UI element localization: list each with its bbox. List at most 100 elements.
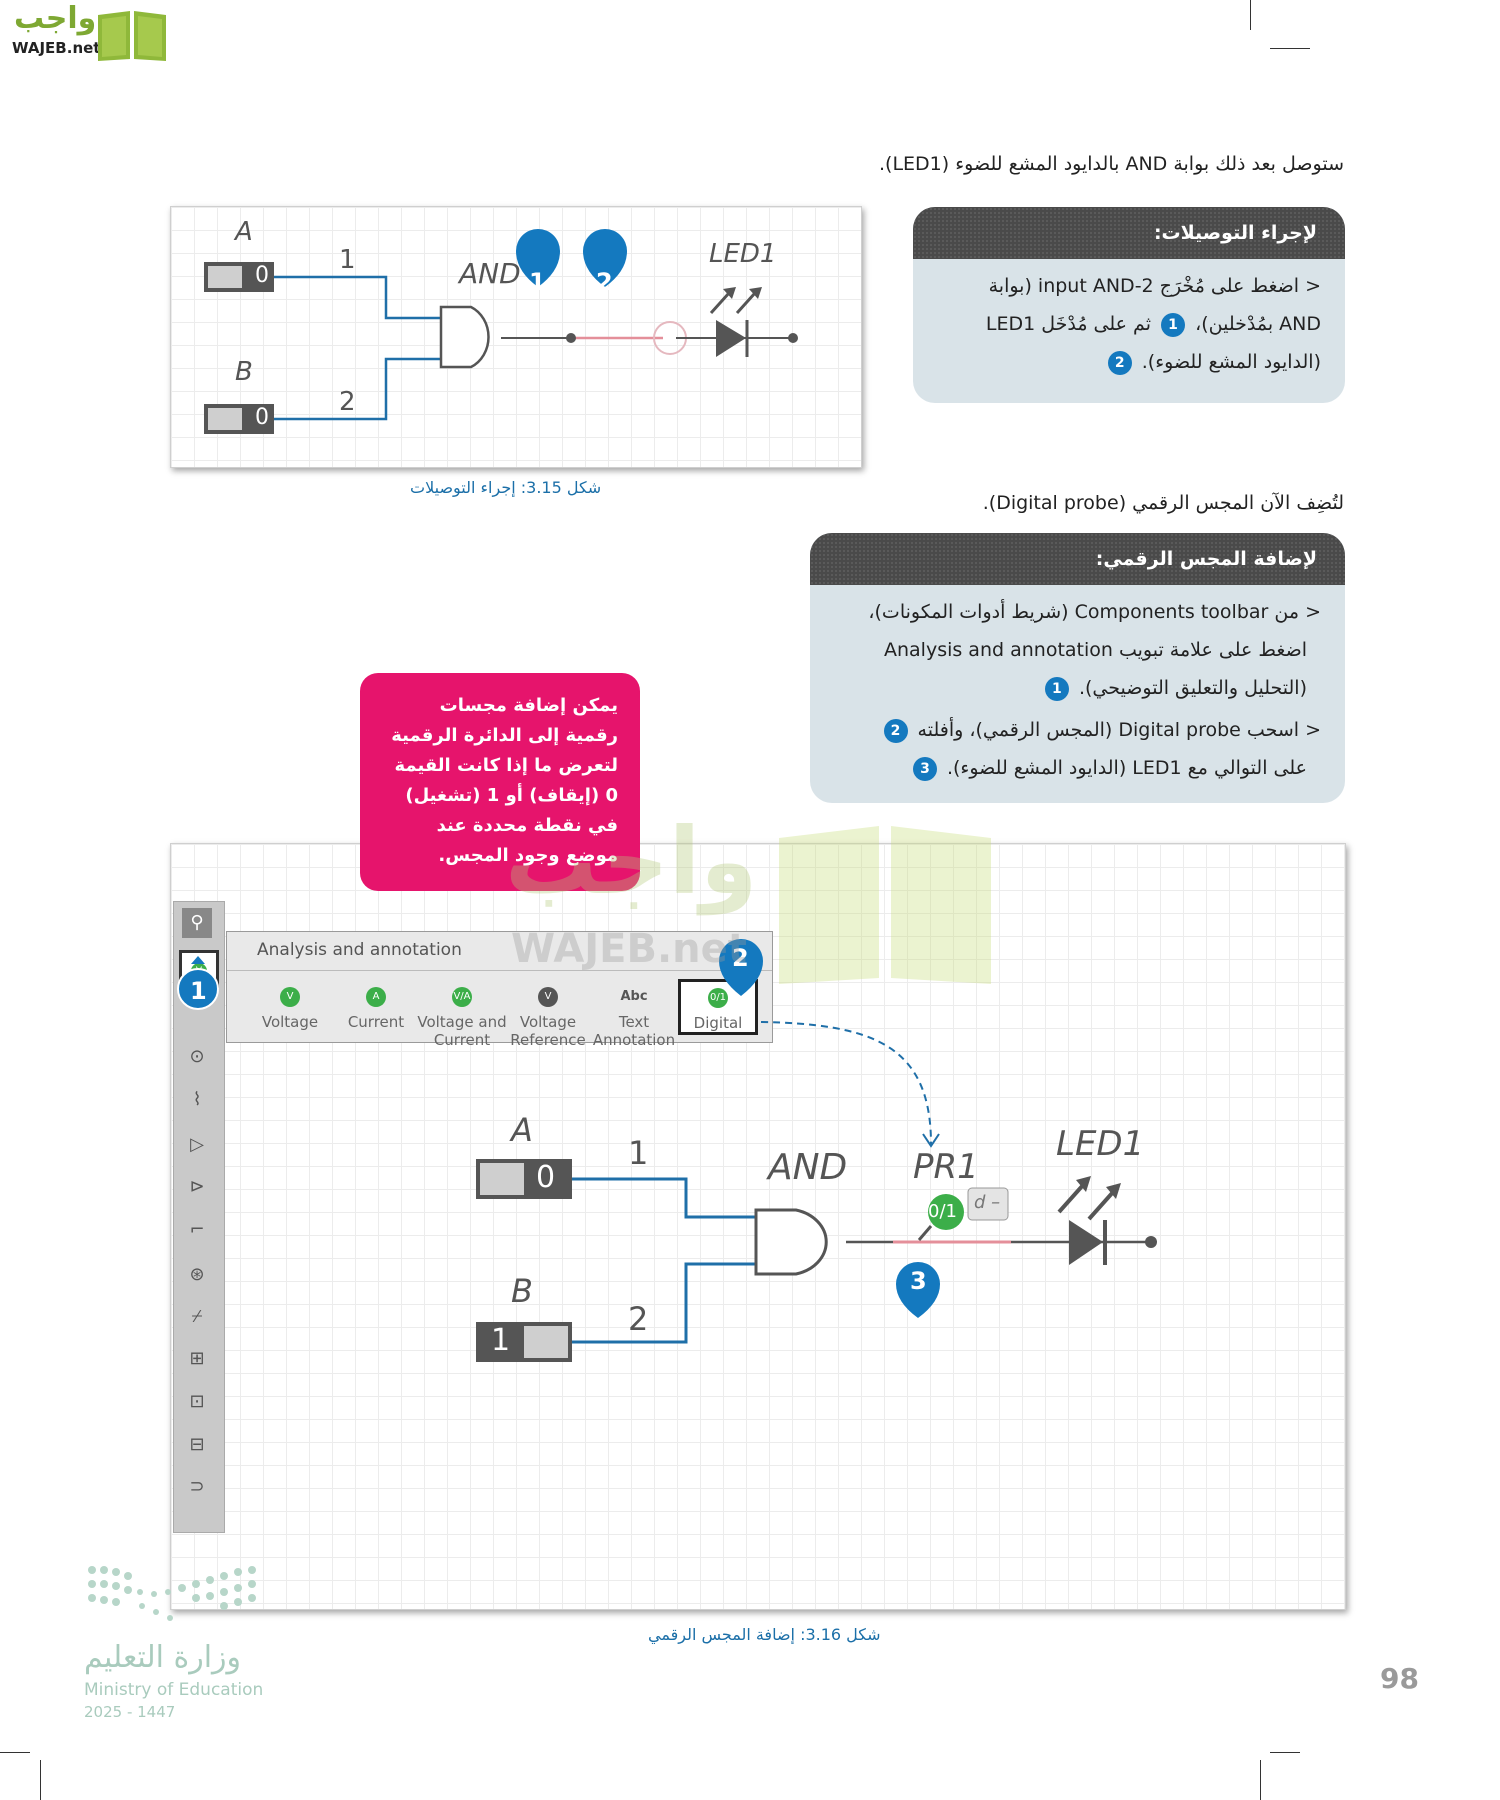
crop-mark [40,1760,41,1800]
voltage-reference-item[interactable]: V Voltage Reference [503,987,593,1049]
search-icon[interactable]: ⚲ [182,908,212,938]
relay-icon[interactable]: ⊞ [189,1348,205,1369]
book-icon [779,826,991,984]
instruction-text: (التحليل والتعليق التوضيحي). [1078,677,1307,699]
opamp-icon[interactable]: ▷ [190,1134,204,1155]
wire-a [572,1177,756,1219]
ac-source-icon[interactable]: ⊙ [189,1046,205,1067]
instruction-text: ثم على مُدْخَل LED1 [985,313,1151,335]
instruction-line: اضغط على علامة تبويب Analysis and annota… [883,639,1307,661]
switch-b[interactable] [204,404,274,434]
probe-indicator [928,1194,964,1230]
and-gate-icon[interactable]: ⊃ [189,1476,205,1497]
marker-2-label: 2 [732,944,749,972]
box-title: لإضافة المجس الرقمي: [810,533,1345,585]
switch-a[interactable] [204,262,274,292]
figure-connections: A B 0 0 1 2 AND LED1 1 2 [170,206,862,468]
voltage-current-icon: V/A [452,987,472,1007]
wajeb-logo: واجب WAJEB.net [8,1,168,65]
current-probe-item[interactable]: A Current [331,987,421,1031]
wire-label-2: 2 [628,1300,649,1338]
instruction-text: AND بمُدْخلين)، [1195,313,1321,335]
connector-icon[interactable]: ⊟ [189,1434,205,1455]
watermark-arabic: واجب [505,808,758,915]
item-label: Voltage [519,1013,577,1031]
led-label: LED1 [709,239,777,269]
voltage-probe-item[interactable]: V Voltage [245,987,335,1031]
step-marker-2: 2 [1107,350,1132,375]
wire-b [274,357,441,421]
instruction-line: < اضغط على مُخْرَج 2-input AND (بوابة [988,275,1321,297]
diode-icon[interactable]: ⊳ [189,1176,205,1197]
instruction-line: < من Components toolbar (شريط أدوات المك… [868,601,1321,623]
ministry-name-arabic: وزارة التعليم [84,1640,242,1675]
label-b: B [235,357,253,387]
voltage-current-probe-item[interactable]: V/A Voltage and Current [417,987,507,1049]
step-marker-2: 2 [883,718,908,743]
circuit-diagram [204,228,798,434]
crop-mark [0,1752,30,1753]
probe-tag-text: d – [974,1192,1001,1213]
note-callout: يمكن إضافة مجسات رقمية إلى الدائرة الرقم… [360,673,640,891]
step-marker-1: 1 [1044,676,1069,701]
crop-mark [1250,0,1251,30]
figure-caption-2: شكل 3.16: إضافة المجس الرقمي [648,1625,881,1644]
digital-probe-icon: 0/1 [708,988,728,1008]
text-annotation-item[interactable]: Abc Text Annotation [589,987,679,1049]
item-label: Reference [510,1031,586,1049]
panel-divider [227,970,772,971]
ministry-name-english: Ministry of Education [84,1680,264,1700]
marker-3-label: 3 [910,1267,927,1295]
watermark: واجب WAJEB.net [505,808,1005,988]
probe-label: PR1 [913,1147,979,1187]
connections-instruction-box: لإجراء التوصيلات: < اضغط على مُخْرَج 2-i… [913,207,1345,403]
item-label: Text [618,1013,650,1031]
wire-label-1: 1 [339,245,356,275]
item-label: Voltage [261,1013,319,1031]
digital-probe-instruction-box: لإضافة المجس الرقمي: < من Components too… [810,533,1345,803]
analysis-annotation-panel: Analysis and annotation V Voltage A Curr… [226,931,773,1049]
current-icon: A [366,987,386,1007]
item-label: Voltage and [417,1013,507,1031]
label-a: A [511,1111,533,1149]
gate-label: AND [768,1147,848,1188]
switch-b-value: 1 [491,1323,511,1358]
pin-marker-1 [176,956,220,1010]
resistor-icon[interactable]: ⌇ [192,1089,202,1110]
led-label: LED1 [1056,1124,1145,1164]
switch-icon[interactable]: ⌿ [191,1306,203,1327]
probe-value: 0/1 [928,1201,957,1222]
watermark-latin: WAJEB.net [511,926,747,972]
switch-b[interactable] [476,1322,572,1362]
transistor-icon[interactable]: ⌐ [189,1219,205,1240]
pin-marker-2 [719,939,763,996]
box-body: < من Components toolbar (شريط أدوات المك… [810,585,1345,797]
label-b: B [511,1272,533,1310]
pin-marker-2 [583,229,627,287]
instruction-line: (الدايود المشع للضوء). 2 [937,343,1321,381]
marker-1-label: 1 [190,977,207,1005]
ic-chip-icon[interactable]: ⊡ [189,1391,205,1412]
logo-latin-text: WAJEB.net [12,39,101,57]
crop-mark [1260,1760,1261,1800]
instruction-line: < اسحب Digital probe (المجس الرقمي)، وأف… [834,711,1321,749]
switch-a-value: 0 [536,1160,556,1195]
figure-caption-1: شكل 3.15: إجراء التوصيلات [410,478,602,497]
wire-a [274,275,441,320]
item-label: Digital [693,1014,743,1032]
logo-arabic-text: واجب [14,1,97,36]
lamp-icon[interactable]: ⊛ [189,1264,205,1285]
step-marker-3: 3 [912,756,937,781]
instruction-text: (الدايود المشع للضوء). [1141,351,1321,373]
instruction-text: < اسحب Digital probe (المجس الرقمي)، وأف… [917,719,1321,741]
item-label: Current [433,1031,491,1049]
digital-probe-item[interactable]: 0/1 Digital [678,979,758,1035]
switch-b-value: 0 [255,405,269,430]
led-diode [1069,1220,1103,1265]
crop-mark [1270,1752,1300,1753]
switch-a[interactable] [476,1159,572,1199]
instruction-line: (التحليل والتعليق التوضيحي). 1 [834,669,1321,707]
circuit-diagram [476,939,1157,1362]
probe-tag [967,1187,1009,1221]
instruction-text: على التوالي مع LED1 (الدايود المشع للضوء… [946,757,1307,779]
